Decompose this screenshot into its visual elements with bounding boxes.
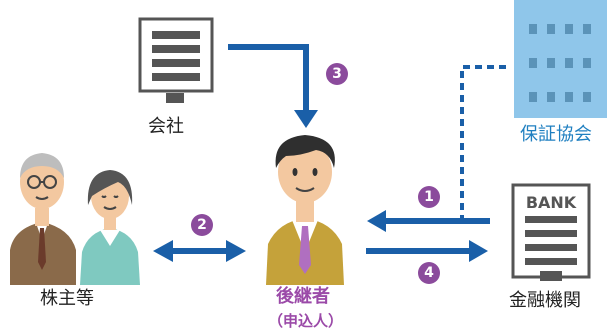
building-icon (514, 0, 607, 118)
arrow-1-bank-to-successor (367, 210, 490, 232)
arrow-3-company-to-successor (228, 44, 318, 128)
applicant-label: （申込人） (268, 312, 344, 330)
bank-label: 金融機関 (509, 290, 581, 311)
bank-icon: BANK (511, 183, 591, 281)
arrow-4-successor-to-bank (366, 240, 488, 262)
successor-label: 後継者 (276, 286, 330, 307)
step-badge-1: 1 (418, 186, 440, 208)
company-label: 会社 (148, 116, 184, 137)
successor-person-icon (266, 135, 344, 285)
bank-sign-text: BANK (526, 193, 577, 212)
shareholder-man-icon (10, 153, 76, 285)
guarantee-association-label: 保証協会 (520, 124, 592, 145)
dotted-line-guarantee-to-bank (460, 65, 506, 218)
step-badge-4: 4 (418, 262, 440, 284)
shareholders-label: 株主等 (40, 288, 94, 309)
arrow-2-shareholders-successor (153, 240, 246, 262)
step-badge-2: 2 (191, 214, 213, 236)
step-badge-3: 3 (326, 63, 348, 85)
shareholder-woman-icon (80, 170, 140, 285)
company-document-icon (138, 17, 214, 103)
